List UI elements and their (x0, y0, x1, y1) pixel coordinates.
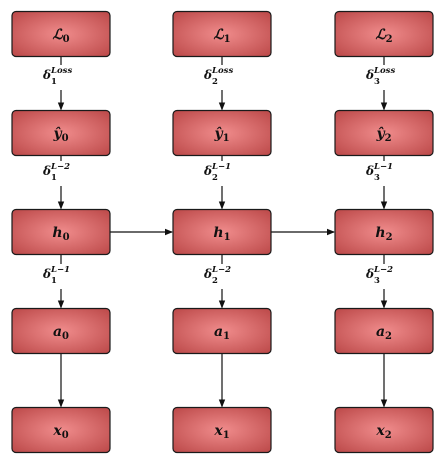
node-label-x1: x1 (213, 423, 229, 441)
node-L2: ℒ2 (334, 10, 434, 58)
node-label-L2: ℒ2 (375, 27, 392, 45)
node-label-a0: a0 (53, 324, 69, 342)
edge-label-sub-col1-row1: 2 (212, 173, 218, 183)
node-label-yhat1: ŷ1 (213, 125, 229, 144)
edge-label-col2-row1: δL−1 (365, 162, 393, 178)
edge-label-col1-row1: δL−1 (203, 162, 231, 178)
node-yhat1: ŷ1 (172, 109, 272, 157)
node-a1: a1 (172, 307, 272, 355)
edge-label-sub-col2-row2: 3 (374, 276, 380, 286)
edge-label-col1-row2: δL−2 (203, 265, 231, 281)
node-h0: h0 (11, 208, 111, 256)
edge-label-sub-col1-row2: 2 (212, 276, 218, 286)
edge-labels-layer: δLoss1δL−21δL−11δLoss2δL−12δL−22δLoss3δL… (42, 66, 395, 286)
node-a0: a0 (11, 307, 111, 355)
node-label-yhat0: ŷ0 (52, 125, 68, 144)
edge-label-col2-row2: δL−2 (365, 265, 393, 281)
nodes-layer: ℒ0 ŷ0 h0 a0 x0 ℒ1 ŷ1 h1 a1 x1 ℒ2 ŷ2 h2 a2 x2 (11, 10, 434, 454)
edge-label-sub-col0-row1: 1 (51, 173, 57, 183)
node-label-x2: x2 (375, 423, 391, 441)
edge-label-col0-row2: δL−1 (42, 265, 70, 281)
node-x0: x0 (11, 406, 111, 454)
node-x2: x2 (334, 406, 434, 454)
node-label-h2: h2 (375, 225, 392, 243)
node-a2: a2 (334, 307, 434, 355)
node-label-L1: ℒ1 (213, 27, 230, 45)
node-label-h0: h0 (52, 225, 69, 243)
node-label-x0: x0 (52, 423, 68, 441)
edge-label-sub-col1-row0: 2 (212, 77, 218, 87)
edge-label-col1-row0: δLoss (203, 66, 233, 82)
node-h2: h2 (334, 208, 434, 256)
edge-label-sub-col0-row0: 1 (51, 77, 57, 87)
node-L0: ℒ0 (11, 10, 111, 58)
edge-label-col0-row1: δL−2 (42, 162, 70, 178)
node-label-h1: h1 (213, 225, 230, 243)
edge-label-sub-col0-row2: 1 (51, 276, 57, 286)
node-L1: ℒ1 (172, 10, 272, 58)
edge-label-sub-col2-row1: 3 (374, 173, 380, 183)
node-yhat2: ŷ2 (334, 109, 434, 157)
node-label-a2: a2 (376, 324, 392, 342)
edge-label-col0-row0: δLoss (42, 66, 72, 82)
edge-label-col2-row0: δLoss (365, 66, 395, 82)
edge-label-sub-col2-row0: 3 (374, 77, 380, 87)
edges-layer (57, 56, 388, 408)
node-label-yhat2: ŷ2 (375, 125, 391, 144)
node-label-a1: a1 (214, 324, 230, 342)
node-label-L0: ℒ0 (52, 27, 69, 45)
node-h1: h1 (172, 208, 272, 256)
node-yhat0: ŷ0 (11, 109, 111, 157)
node-x1: x1 (172, 406, 272, 454)
